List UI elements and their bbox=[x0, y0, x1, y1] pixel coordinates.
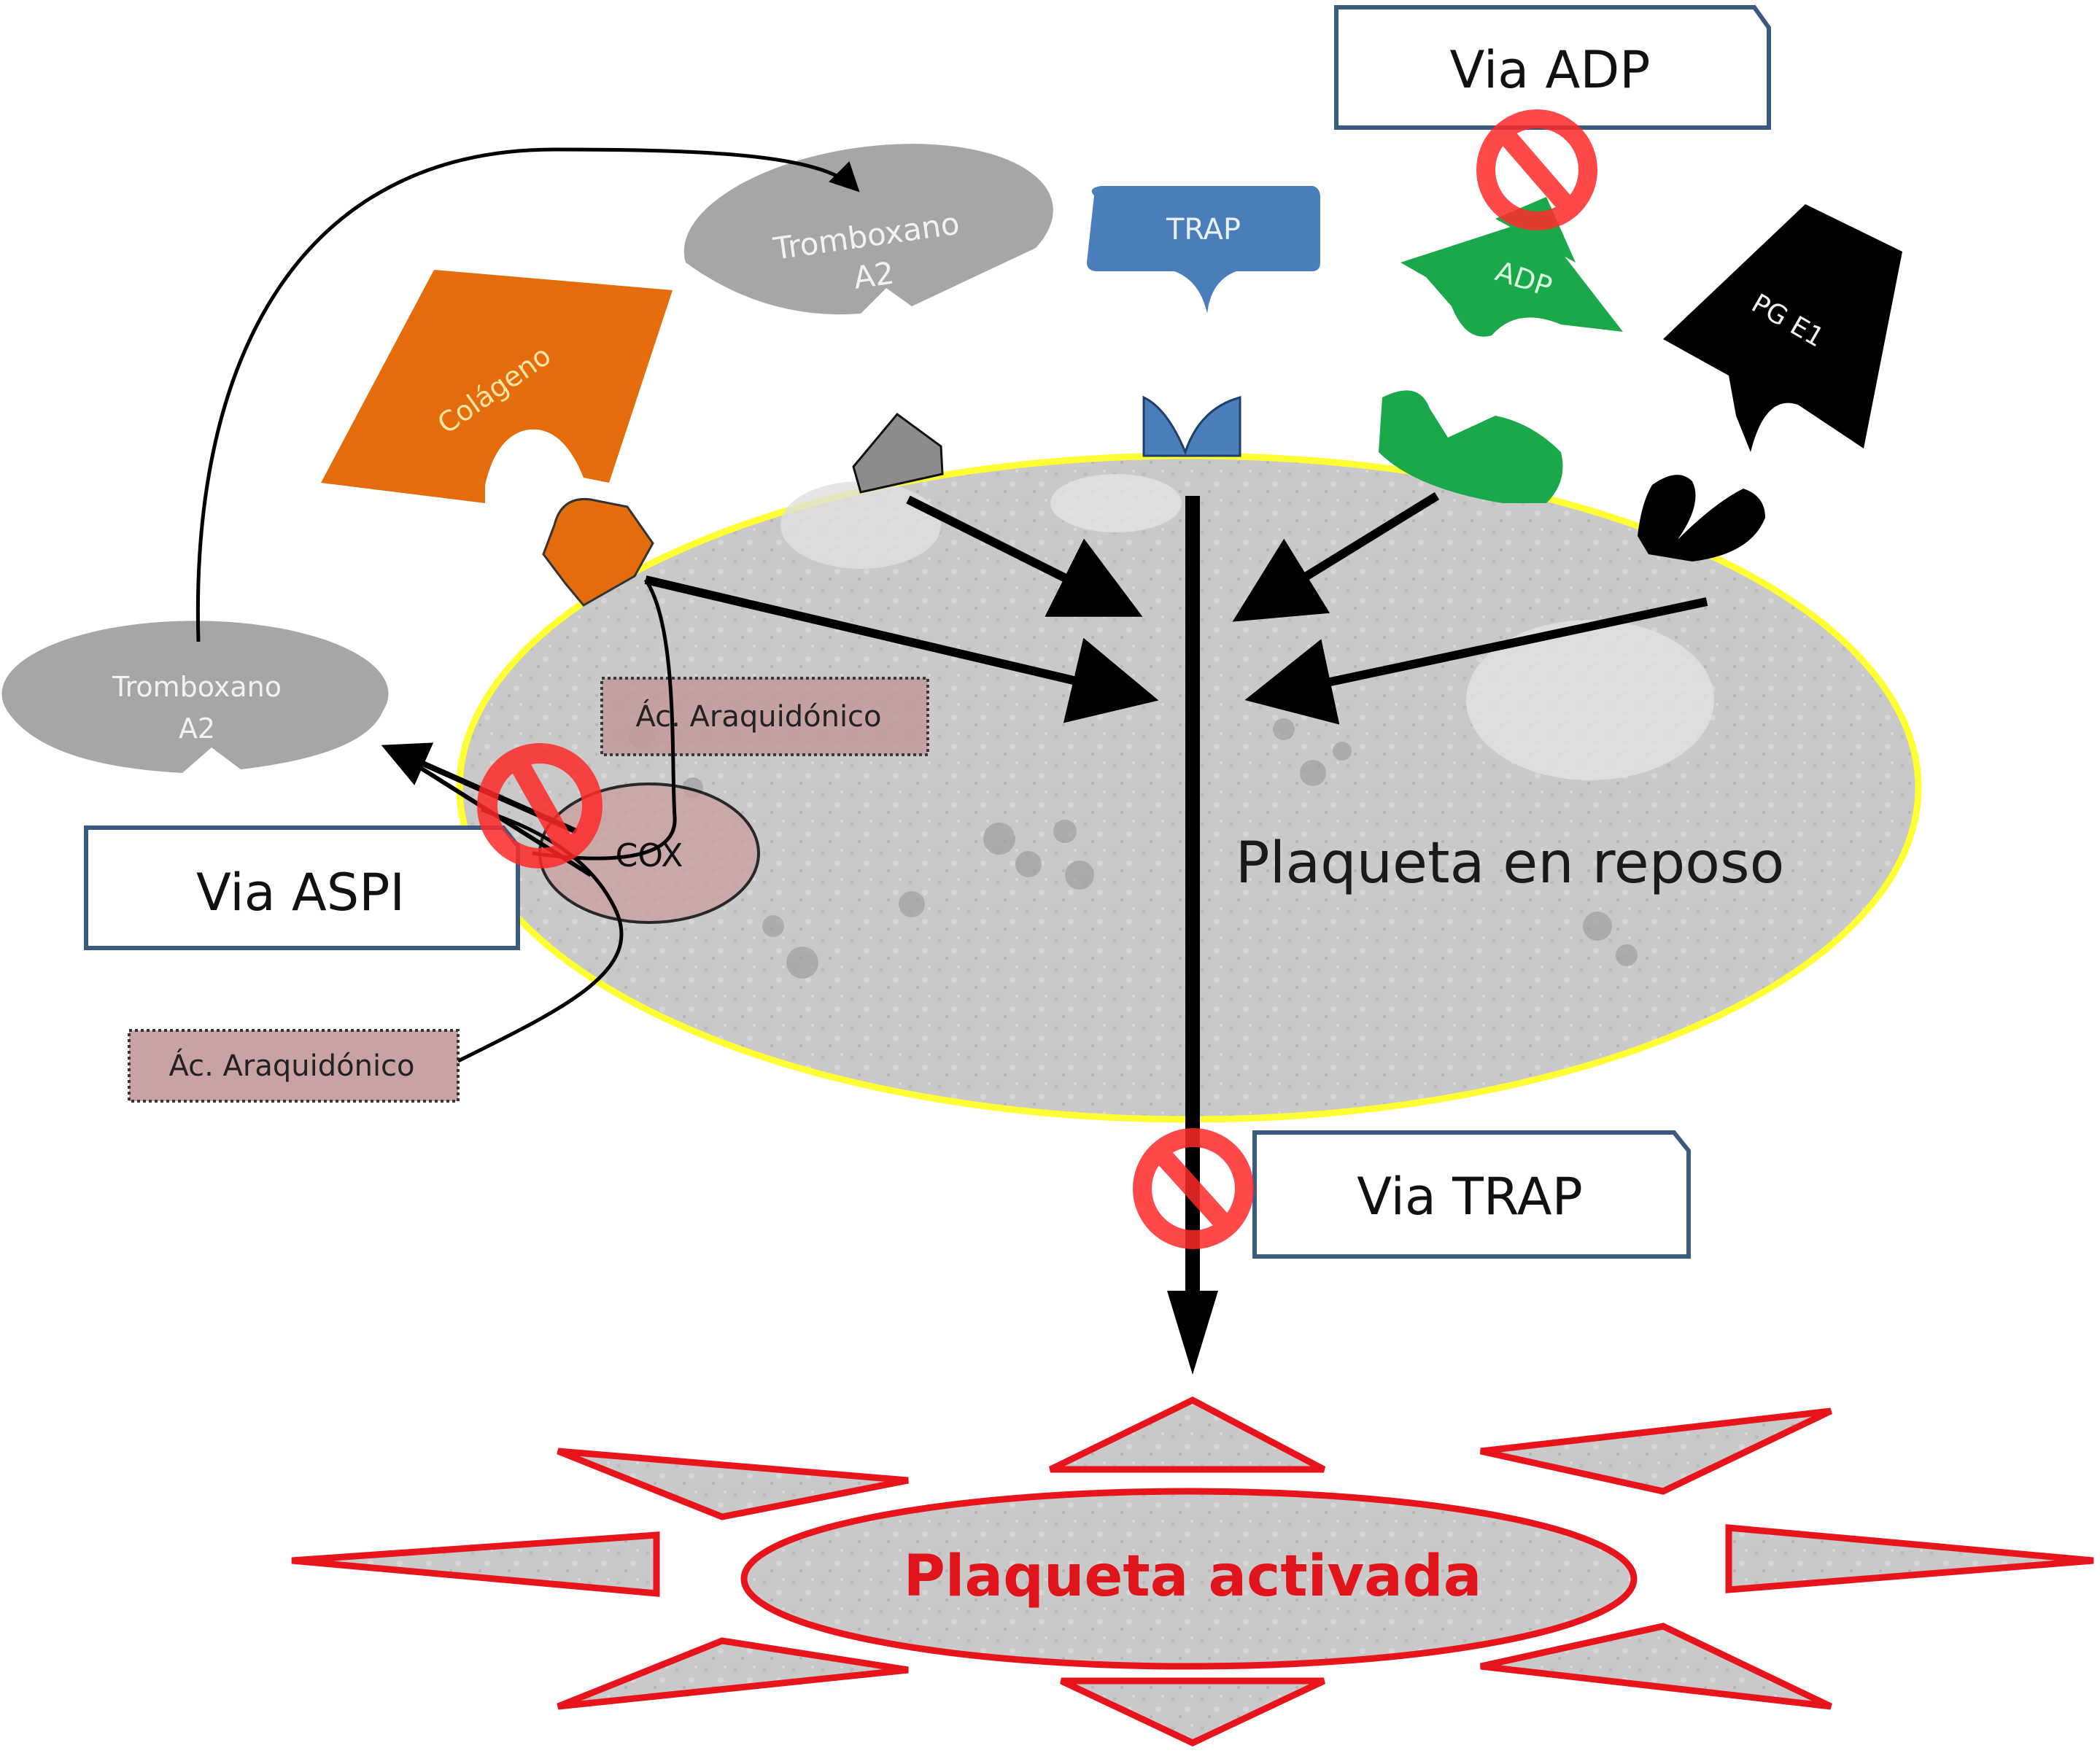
svg-text:A2: A2 bbox=[179, 712, 215, 745]
adp-receptor bbox=[1379, 390, 1563, 503]
prohibition-icon bbox=[477, 743, 603, 869]
svg-text:Via ASPI: Via ASPI bbox=[196, 863, 405, 922]
trap-ligand: TRAP bbox=[1087, 186, 1320, 314]
svg-text:Ác. Araquidónico: Ác. Araquidónico bbox=[168, 1048, 414, 1083]
pge1-receptor bbox=[1638, 475, 1765, 562]
resting-platelet-label: Plaqueta en reposo bbox=[1236, 831, 1785, 896]
spike-upper-right bbox=[1480, 1407, 1832, 1495]
adp-signal-arrow bbox=[1232, 492, 1440, 622]
svg-text:Via ADP: Via ADP bbox=[1450, 40, 1651, 100]
collagen-receptor bbox=[542, 497, 654, 607]
via-adp-box: Via ADP bbox=[1334, 5, 1771, 130]
signal-arrows bbox=[644, 492, 1708, 725]
prohibition-icon bbox=[1476, 109, 1597, 230]
collagen-ligand: Colágeno bbox=[321, 270, 673, 503]
arachidonic-acid-inner: Ác. Araquidónico bbox=[600, 677, 929, 756]
svg-text:Ác. Araquidónico: Ác. Araquidónico bbox=[635, 699, 881, 734]
activated-platelet-label: Plaqueta activada bbox=[904, 1544, 1482, 1609]
spike-upper-left bbox=[557, 1448, 909, 1520]
svg-text:TRAP: TRAP bbox=[1166, 213, 1241, 246]
thromboxane-feedback-arrow bbox=[195, 147, 860, 642]
via-trap-box: Via TRAP bbox=[1252, 1130, 1691, 1259]
collagen-to-cox-line bbox=[532, 578, 677, 860]
svg-text:A2: A2 bbox=[851, 255, 896, 296]
arachidonic-outer-to-cox-line bbox=[457, 807, 624, 1063]
thromboxane-receptor bbox=[852, 412, 944, 494]
prohibition-icon bbox=[1133, 1128, 1254, 1249]
pge1-signal-arrow bbox=[1244, 597, 1708, 725]
spike-left bbox=[291, 1531, 660, 1597]
spike-lower-right bbox=[1480, 1623, 1832, 1710]
thromboxane-ligand-top: Tromboxano A2 bbox=[683, 144, 1053, 315]
activation-arrowhead bbox=[1167, 1291, 1218, 1375]
spike-top bbox=[1049, 1396, 1326, 1473]
via-aspi-box: Via ASPI bbox=[84, 825, 520, 950]
spike-right bbox=[1725, 1524, 2094, 1593]
trap-receptor bbox=[1142, 395, 1241, 457]
thromboxane-signal-arrow bbox=[906, 495, 1143, 617]
spike-lower-left bbox=[557, 1637, 909, 1710]
pge1-ligand: PG E1 bbox=[1663, 204, 1902, 452]
thromboxane-ligand-left: Tromboxano A2 bbox=[1, 621, 389, 773]
via-trap-label: Via TRAP bbox=[1357, 1167, 1583, 1227]
collagen-signal-arrow bbox=[644, 575, 1159, 723]
activated-platelet bbox=[291, 1396, 2094, 1747]
spike-bottom bbox=[1060, 1677, 1325, 1747]
svg-text:Tromboxano: Tromboxano bbox=[112, 671, 282, 703]
arachidonic-acid-outer: Ác. Araquidónico bbox=[128, 1029, 460, 1103]
